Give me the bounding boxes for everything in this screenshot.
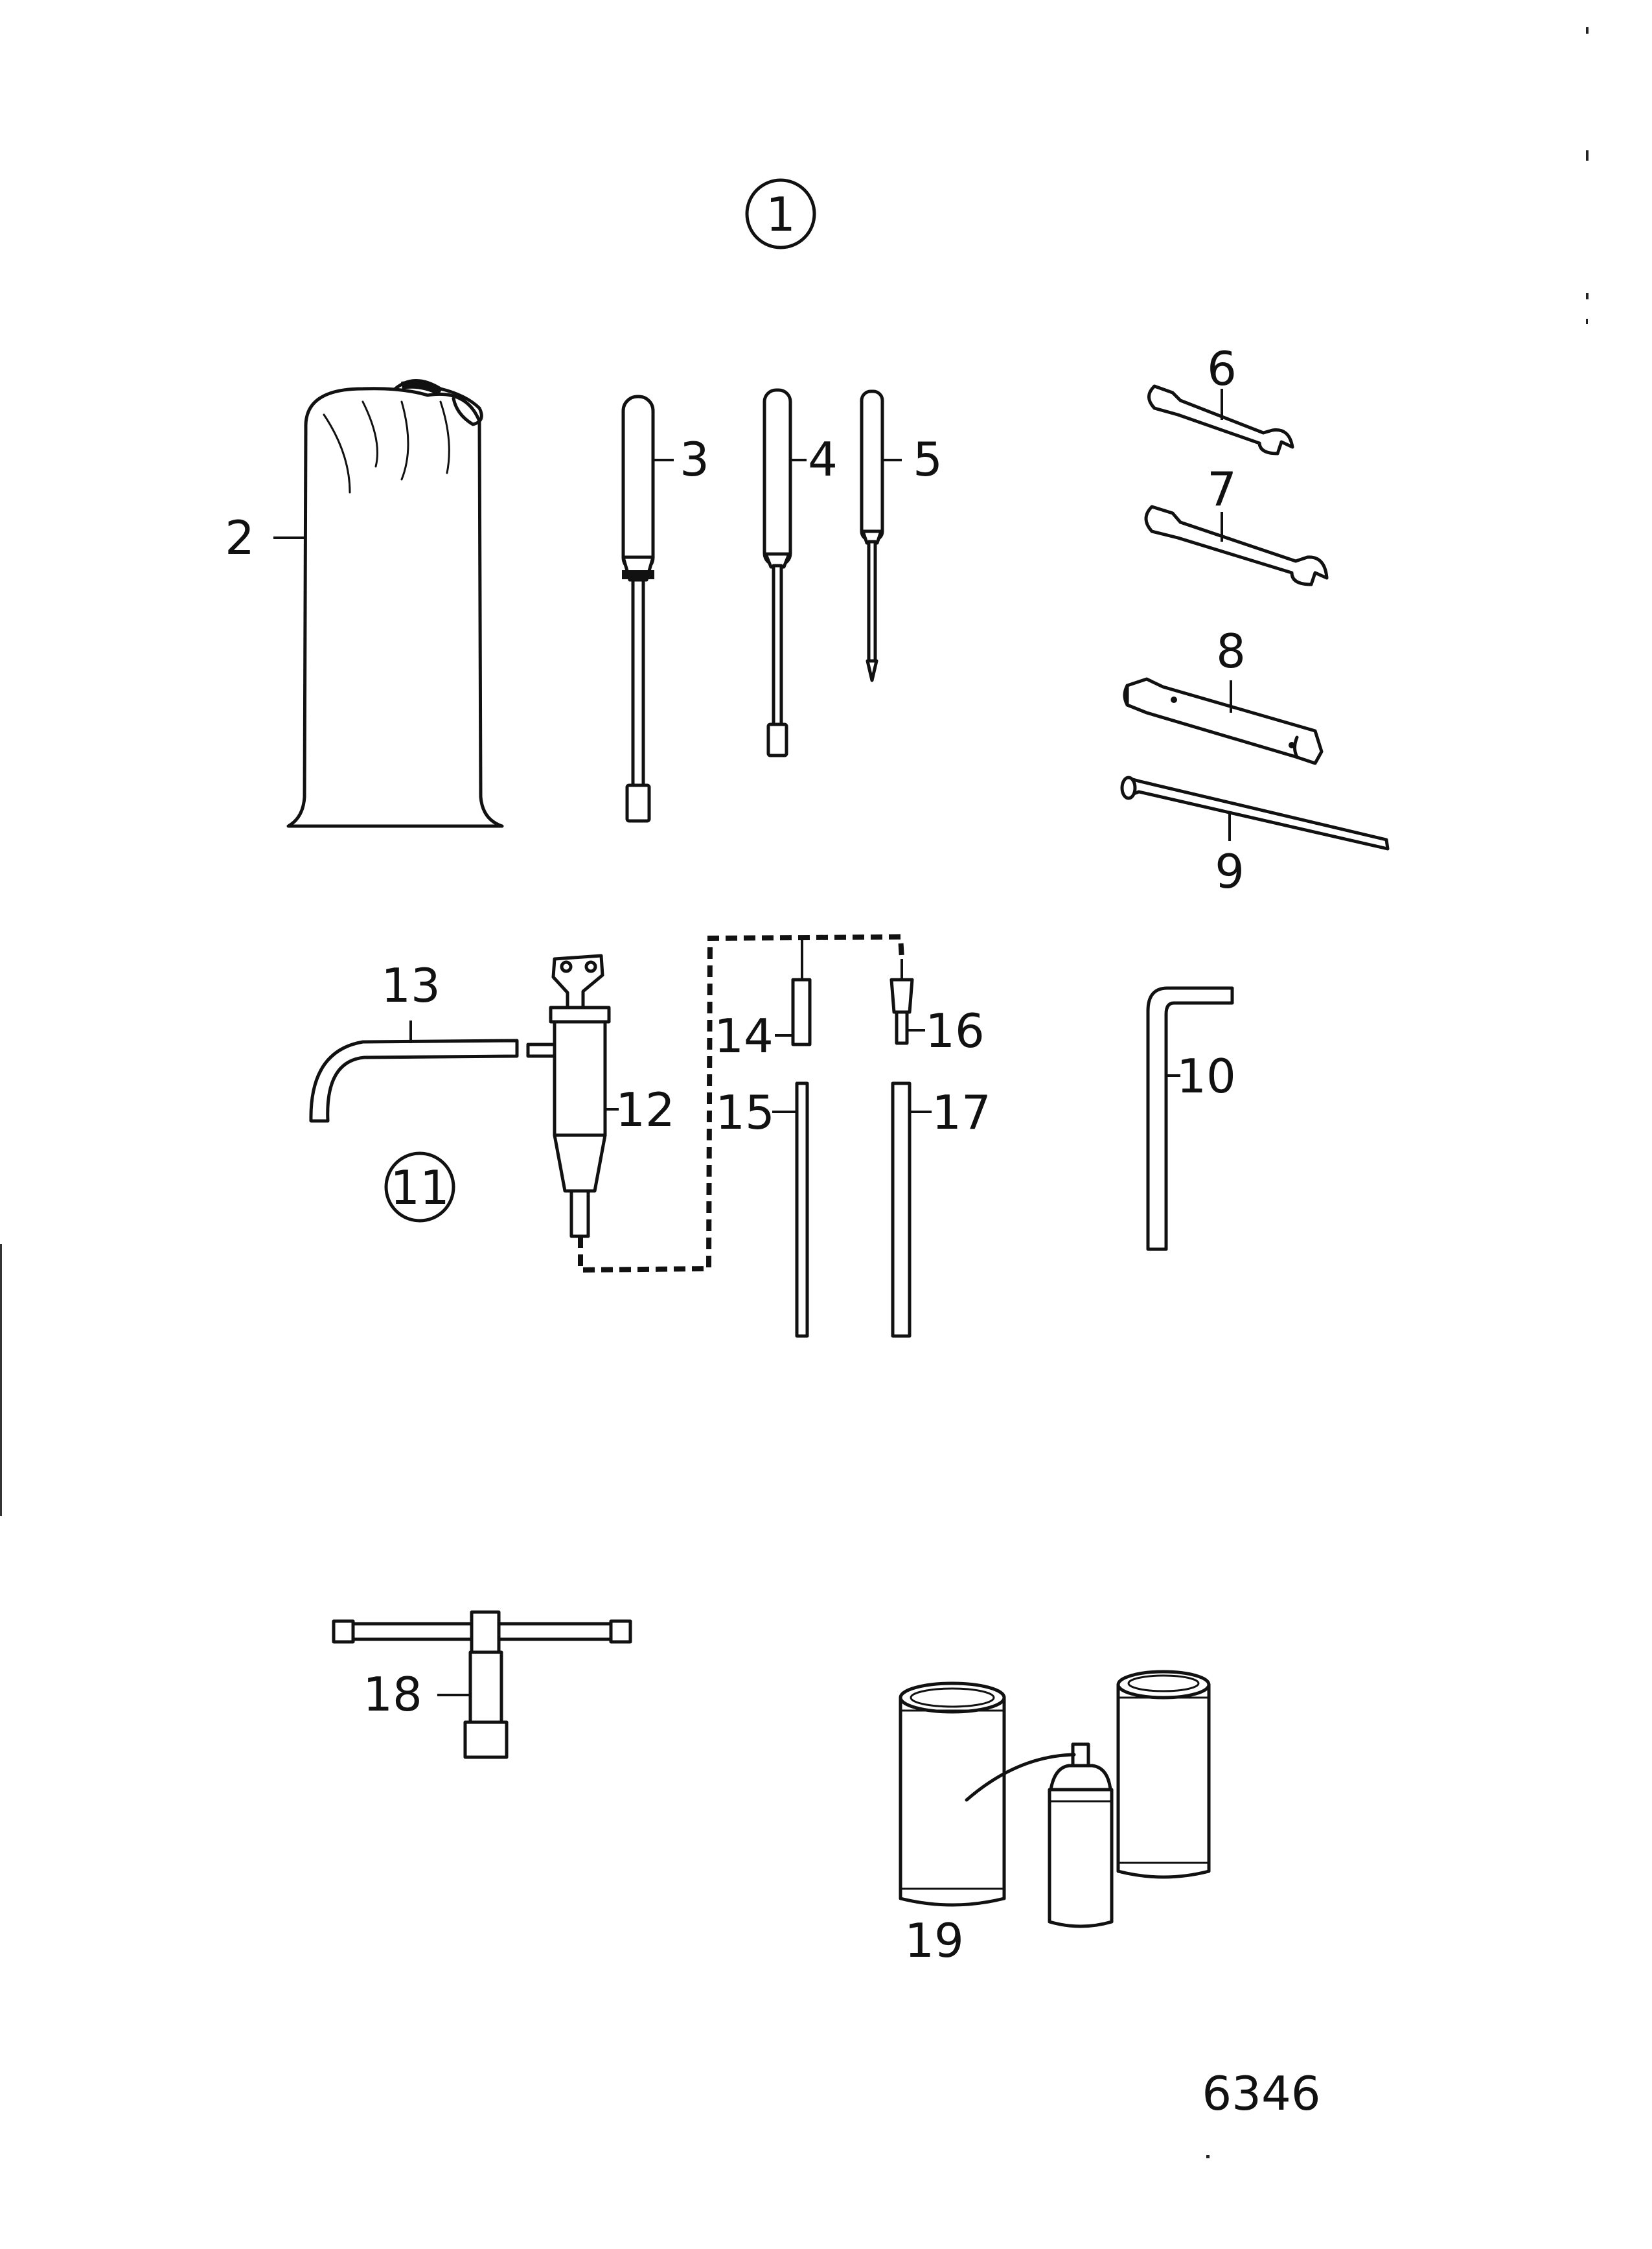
- callout-12-label: 12: [615, 1083, 675, 1137]
- open-end-wrench-icon: [1144, 505, 1329, 586]
- screwdriver-medium: 4: [763, 388, 838, 757]
- t-handle-wrench-icon: [332, 1610, 632, 1759]
- adapter-14: 14: [714, 978, 812, 1063]
- figure-number: 6346: [1202, 2066, 1320, 2121]
- callout-18-label: 18: [363, 1667, 422, 1722]
- callout-19-label: 19: [904, 1913, 964, 1968]
- callout-17-label: 17: [932, 1085, 991, 1140]
- callout-13-label: 13: [381, 958, 441, 1013]
- open-end-wrench-small: 6: [1147, 341, 1294, 456]
- adapter-16: 16: [889, 978, 985, 1058]
- scan-specks: [0, 27, 1589, 2158]
- callout-6-label: 6: [1207, 341, 1237, 396]
- grease-gun-icon: [526, 954, 611, 1238]
- callout-14-label: 14: [714, 1009, 774, 1063]
- callout-10-label: 10: [1176, 1049, 1236, 1103]
- rod-15: 15: [715, 1081, 809, 1338]
- tommy-bar-icon: [1120, 776, 1390, 851]
- callout-2-label: 2: [225, 511, 255, 565]
- hex-key-icon: [1146, 986, 1234, 1251]
- dashed-connector: [578, 934, 904, 1273]
- callout-11-label: 11: [390, 1160, 450, 1215]
- paint-cans-icon: [899, 1670, 1211, 1928]
- screwdriver-large: 3: [621, 395, 709, 823]
- callout-16-label: 16: [925, 1004, 985, 1058]
- callout-9-label: 9: [1215, 844, 1245, 899]
- cans: 19: [899, 1670, 1211, 1968]
- screwdriver-icon: [860, 389, 884, 682]
- screwdriver-icon: [621, 395, 655, 823]
- callout-5-label: 5: [913, 432, 943, 487]
- box-spanner-icon: [1123, 677, 1324, 765]
- tool-bag-icon: [286, 379, 504, 828]
- callout-3-label: 3: [680, 432, 709, 487]
- callout-8-label: 8: [1216, 624, 1246, 678]
- grease-gun: 12: [526, 954, 675, 1238]
- tool-bag: 2: [225, 379, 504, 828]
- tommy-bar: 9: [1120, 776, 1390, 899]
- rod-17: 17: [891, 1081, 991, 1338]
- screwdriver-small: 5: [860, 389, 943, 682]
- callout-1-label: 1: [766, 187, 796, 242]
- hose: 13: [309, 958, 519, 1123]
- screwdriver-icon: [763, 388, 792, 757]
- open-end-wrench-large: 7: [1144, 462, 1329, 586]
- callout-7-label: 7: [1207, 462, 1237, 516]
- box-spanner: 8: [1123, 624, 1324, 765]
- callout-1: 1: [745, 178, 816, 249]
- callout-15-label: 15: [715, 1085, 775, 1140]
- t-handle-wrench: 18: [332, 1610, 632, 1759]
- hex-key: 10: [1146, 986, 1236, 1251]
- callout-4-label: 4: [808, 432, 838, 487]
- hose-icon: [309, 1039, 519, 1123]
- callout-11: 11: [384, 1151, 455, 1223]
